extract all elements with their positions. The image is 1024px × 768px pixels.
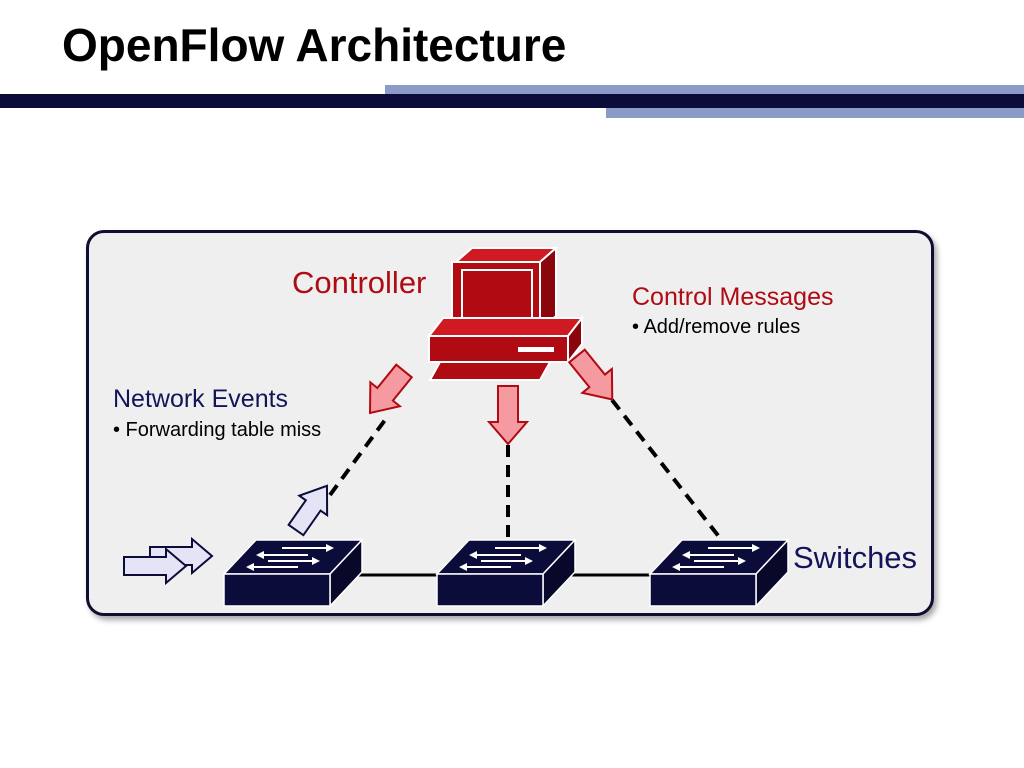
control-messages-bullet: • Add/remove rules — [632, 316, 801, 338]
title-accent-bar-bottom — [606, 108, 1024, 118]
slide-title: OpenFlow Architecture — [62, 19, 567, 71]
network-events-heading: Network Events — [113, 385, 289, 413]
switch-1-icon — [222, 538, 364, 608]
control-link-left — [328, 418, 387, 497]
switch-2-icon — [435, 538, 577, 608]
network-event-arrow — [287, 484, 329, 537]
incoming-packet-arrow-front — [123, 546, 188, 586]
controller-computer-icon — [426, 245, 585, 381]
control-arrow-middle — [486, 385, 530, 446]
switch-3-icon — [648, 538, 790, 608]
control-messages-heading: Control Messages — [632, 283, 834, 311]
title-underline-bar — [0, 94, 1024, 108]
control-link-right — [610, 398, 722, 540]
network-events-bullet: • Forwarding table miss — [113, 419, 322, 441]
switches-label: Switches — [793, 540, 918, 575]
title-accent-bar-top — [385, 85, 1024, 94]
control-arrow-right — [567, 348, 614, 401]
control-arrow-left — [369, 363, 414, 415]
controller-label: Controller — [292, 265, 427, 300]
